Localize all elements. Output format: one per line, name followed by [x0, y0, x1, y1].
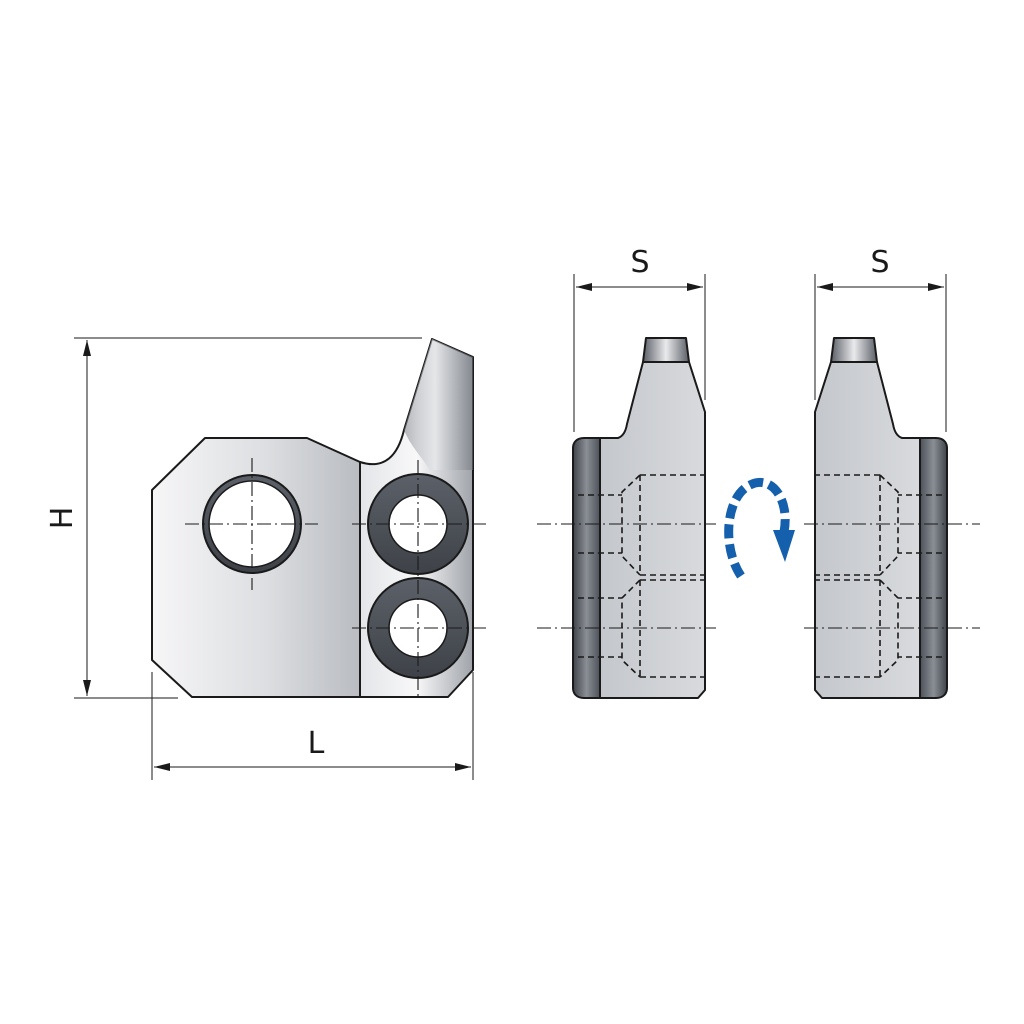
side-view-2: S	[804, 245, 980, 699]
side2-hidden-lines	[815, 474, 942, 678]
side2-body	[814, 361, 921, 699]
side1-body	[599, 361, 706, 699]
rotate-arrow-icon	[724, 478, 795, 579]
side-view-1: S	[537, 245, 716, 699]
front-blade	[404, 339, 473, 470]
length-label: L	[308, 726, 325, 761]
side1-cap	[642, 337, 690, 363]
side2-cap	[830, 337, 878, 363]
dimension-thickness-2: S	[814, 245, 947, 432]
front-view: H L	[45, 337, 486, 780]
dimension-thickness-1: S	[573, 245, 706, 432]
side1-edge	[572, 437, 601, 699]
thickness-label-1: S	[630, 245, 649, 280]
side1-hidden-lines	[578, 474, 705, 678]
thickness-label-2: S	[870, 245, 889, 280]
front-centerlines	[185, 458, 486, 700]
side2-edge	[919, 437, 948, 699]
dimension-length: L	[151, 672, 474, 780]
dimension-height: H	[45, 337, 422, 699]
height-label: H	[45, 507, 80, 530]
